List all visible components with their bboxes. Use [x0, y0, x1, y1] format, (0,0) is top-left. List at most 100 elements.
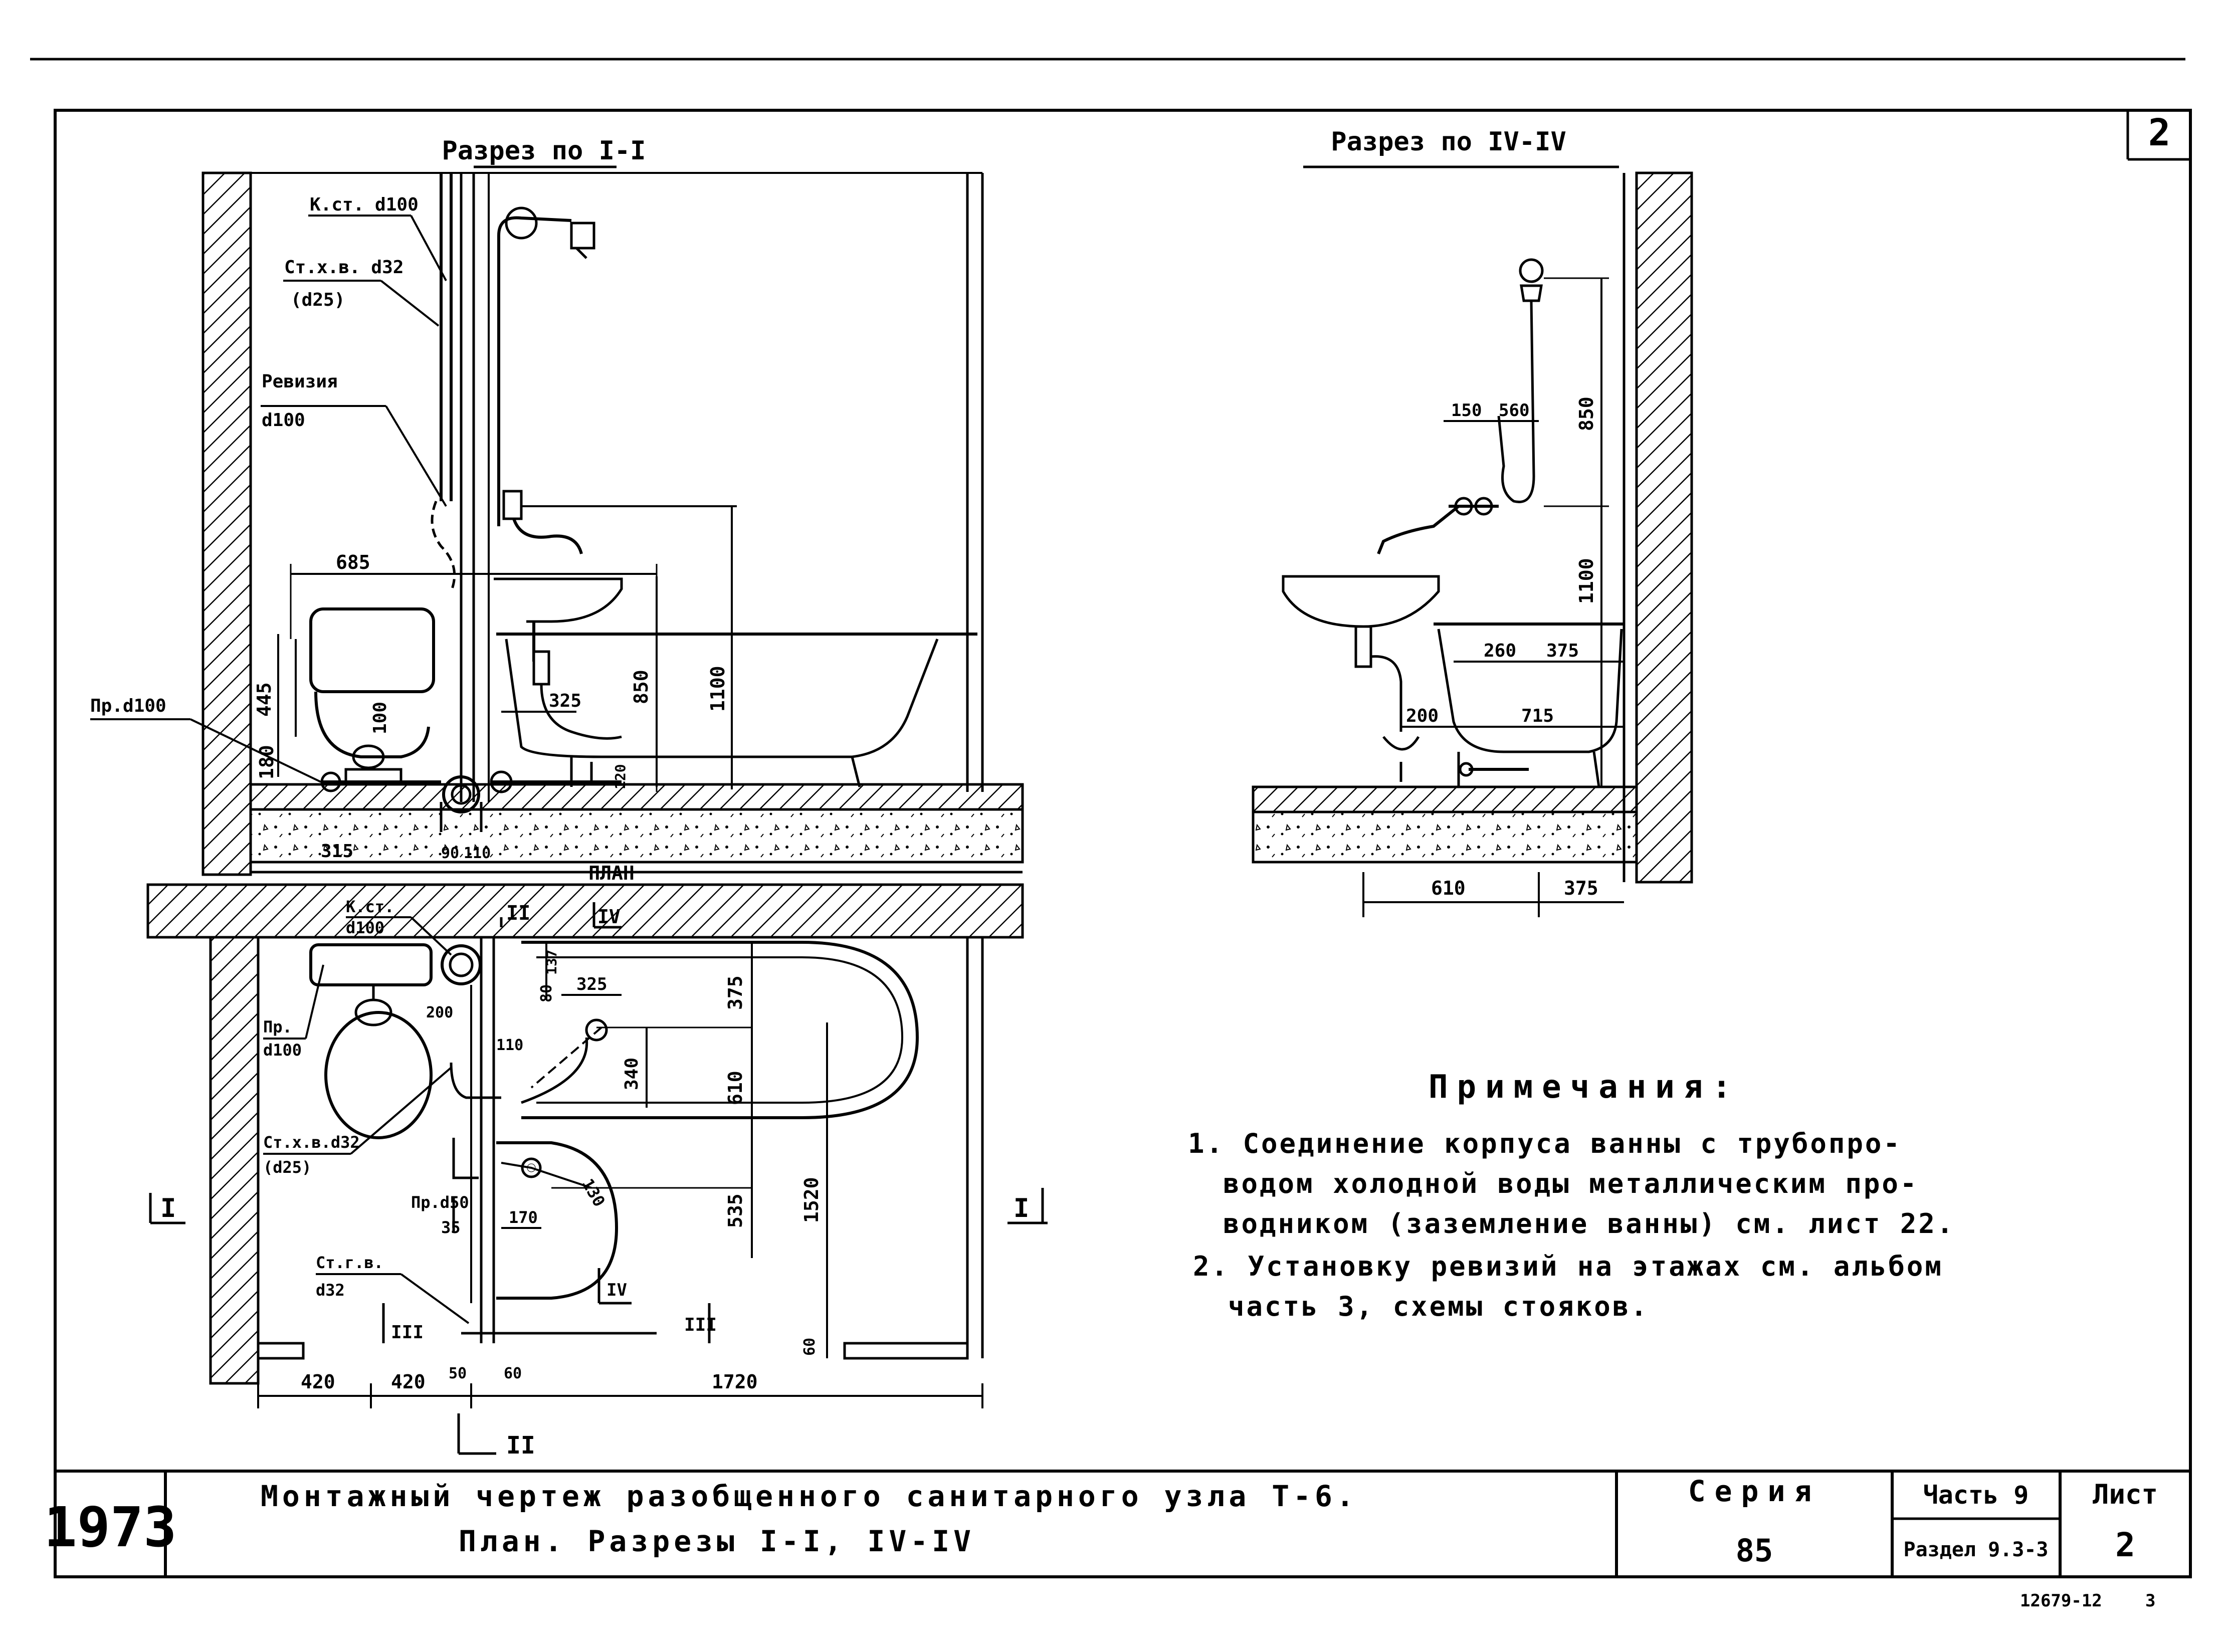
dim-sec4-150: 150	[1451, 400, 1482, 421]
dim-sec4-1100: 1100	[1575, 558, 1597, 604]
note-2-line-2: часть 3, схемы стояков.	[1228, 1291, 1649, 1322]
dim-plan-137: 137	[543, 949, 560, 975]
plan-label-sewer-riser-2: d100	[346, 918, 384, 937]
mark-III-left: III	[391, 1322, 424, 1343]
stamp-page: 3	[2145, 1591, 2155, 1611]
dim-plan-610: 610	[724, 1071, 746, 1105]
sheet-frame	[54, 109, 2192, 1578]
plan-label-outlet-50-text: Пр.d50	[411, 1193, 469, 1212]
title-sheet-label: Лист	[2093, 1479, 2158, 1510]
section-1-dimensions: 685 445 180 100 325 850 1100 120 315 90 …	[253, 505, 737, 863]
dim-plan-110: 110	[496, 1037, 523, 1054]
label-outlet-main: Пр.d100	[90, 696, 166, 716]
plan-label-sewer-riser: К.ст. d100	[346, 897, 452, 956]
dim-180: 180	[256, 745, 278, 779]
title-year: 1973	[44, 1495, 177, 1559]
dim-plan-60: 60	[801, 1338, 819, 1356]
plan-washbasin	[496, 1141, 619, 1300]
section-1-leader-cold-riser: Ст.х.в. d32 (d25)	[283, 257, 440, 327]
dim-plan-35: 35	[441, 1218, 461, 1237]
plan-label-hot-riser-1: Ст.г.в.	[316, 1253, 383, 1272]
section-4-bathtub	[1434, 623, 1624, 787]
dim-sec4-200: 200	[1406, 706, 1439, 726]
note-1-line-3: водником (заземление ванны) см. лист 22.	[1223, 1208, 1955, 1240]
title-block: 1973 Монтажный чертеж разобщенного санит…	[44, 1470, 2190, 1577]
dim-1100: 1100	[707, 666, 729, 712]
dim-sec4-375b: 375	[1564, 877, 1598, 899]
section-1-leader-outlet: Пр.d100	[90, 696, 321, 783]
mark-I-left: I	[160, 1193, 176, 1223]
plan-section-marks: I I II II IV IV III III	[149, 902, 1048, 1460]
section-1-leader-revision: Ревизия d100	[261, 371, 447, 507]
plan-label-outlet-50: Пр.d50 35	[411, 1193, 469, 1237]
dim-sec4-610: 610	[1431, 877, 1466, 899]
plan-label-cold-riser-1: Ст.х.в.d32	[263, 1133, 360, 1152]
bathtub-section-1	[496, 633, 977, 787]
plan-label-hot-riser: Ст.г.в. d32	[316, 1253, 470, 1324]
dim-sec4-850: 850	[1575, 396, 1597, 431]
section-4-title: Разрез по IV-IV	[1331, 127, 1566, 157]
plan-label-outlet-1: Пр.	[263, 1017, 292, 1037]
dim-plan-375: 375	[724, 975, 746, 1010]
plan-walls	[146, 883, 1024, 1385]
title-part: Часть 9	[1923, 1481, 2029, 1510]
mark-III-right: III	[684, 1315, 717, 1335]
mark-IV-small: IV	[606, 1280, 627, 1300]
section-1-pipes	[320, 173, 622, 832]
mark-II-bottom: II	[506, 1431, 535, 1460]
dim-plan-80: 80	[538, 984, 555, 1002]
note-1-line-2: водом холодной воды металлическим про-	[1223, 1168, 1918, 1199]
dim-sec4-375: 375	[1546, 641, 1579, 661]
corner-sheet-number-text: 2	[2148, 111, 2171, 154]
section-1-leader-sewer-riser: К.ст. d100	[308, 194, 447, 281]
plan-label-hot-riser-2: d32	[316, 1281, 345, 1300]
dim-plan-1720: 1720	[712, 1371, 758, 1393]
dim-plan-325: 325	[576, 974, 607, 994]
label-revision: Ревизия	[262, 371, 338, 392]
label-cold-riser-alt: (d25)	[291, 290, 345, 310]
notes-title: Примечания:	[1429, 1069, 1740, 1106]
notes-block: Примечания: 1. Соединение корпуса ванны …	[1188, 1069, 1955, 1322]
label-sewer-riser: К.ст. d100	[310, 194, 419, 215]
dim-685: 685	[336, 551, 370, 573]
section-1-floor-slab	[249, 783, 1024, 874]
section-1-walls	[201, 171, 984, 876]
dim-plan-170: 170	[509, 1208, 538, 1227]
dim-90: 90	[441, 845, 459, 862]
plan-toilet	[309, 943, 482, 1139]
label-cold-riser: Ст.х.в. d32	[284, 257, 403, 278]
title-series-value: 85	[1736, 1532, 1773, 1569]
dim-plan-340: 340	[622, 1058, 642, 1090]
title-sheet-value: 2	[2115, 1526, 2135, 1564]
stamp-number: 12679-12	[2020, 1591, 2102, 1611]
plan-pipes	[450, 985, 602, 1303]
bath-mixer	[502, 490, 583, 554]
plan-bathtub	[521, 941, 919, 1119]
label-revision-d: d100	[262, 410, 305, 431]
plan-label-outlet-2: d100	[263, 1041, 302, 1060]
dim-plan-50: 50	[449, 1365, 467, 1382]
plan-label-outlet: Пр. d100	[263, 964, 324, 1060]
dim-plan-1520: 1520	[800, 1177, 823, 1223]
dim-315: 315	[321, 841, 353, 862]
dim-plan-60b: 60	[504, 1365, 522, 1382]
section-4-mixer	[1377, 497, 1499, 555]
dim-plan-130: 130	[578, 1175, 609, 1210]
mark-II-top: II	[506, 902, 530, 925]
note-1-line-1: 1. Соединение корпуса ванны с трубопро-	[1188, 1128, 1902, 1159]
mark-I-right: I	[1014, 1193, 1029, 1223]
dim-445: 445	[253, 682, 275, 717]
title-line-2: План. Разрезы I-I, IV-IV	[459, 1524, 975, 1558]
dim-850: 850	[630, 670, 652, 704]
plan-label-cold-riser: Ст.х.в.d32 (d25)	[263, 1067, 452, 1177]
dim-plan-420a: 420	[301, 1371, 335, 1393]
section-4-washbasin	[1282, 575, 1440, 782]
dim-325: 325	[549, 691, 581, 711]
section-4-dimensions: 150 560 850 1100 260 375 200 715 610 375	[1362, 277, 1624, 917]
plan-title: ПЛАН	[588, 862, 635, 884]
plan-label-sewer-riser-1: К.ст.	[346, 897, 394, 916]
mark-IV-top: IV	[597, 906, 621, 928]
dim-plan-535: 535	[724, 1193, 746, 1228]
section-4-shower	[1497, 258, 1544, 503]
dim-sec4-560: 560	[1499, 400, 1529, 421]
